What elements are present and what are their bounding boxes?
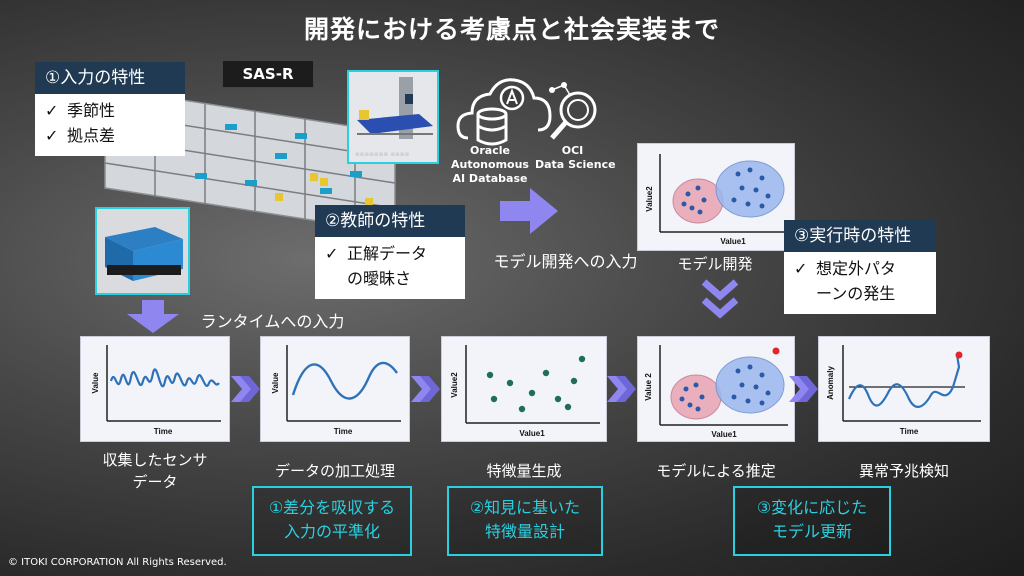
svg-text:Value 2: Value 2 bbox=[644, 373, 653, 401]
arrow-right-icon bbox=[500, 188, 558, 234]
estimation-chart: Value1 Value 2 bbox=[644, 345, 788, 439]
step-feature-label: 特徴量生成 bbox=[486, 462, 562, 480]
step-estimation-label: モデルによる推定 bbox=[656, 462, 776, 480]
step-sensor-label: 収集したセンサデータ bbox=[102, 451, 208, 491]
svg-text:Value2: Value2 bbox=[450, 372, 459, 398]
model-dev-panel: Value1 Value2 bbox=[637, 143, 795, 251]
runtime-trait-item: ーンの発生 bbox=[816, 284, 896, 303]
input-traits-header: ①入力の特性 bbox=[35, 62, 185, 94]
step-sensor-panel: Time Value bbox=[80, 336, 230, 442]
double-chevron-down-icon bbox=[701, 279, 739, 319]
runtime-trait-item: 想定外パタ bbox=[816, 259, 897, 278]
chevron-right-icon bbox=[789, 376, 818, 402]
input-traits-box: ✓ 季節性 ✓ 拠点差 bbox=[35, 94, 185, 156]
check-icon: ✓ bbox=[45, 126, 59, 145]
chevron-right-icon bbox=[411, 376, 440, 402]
runtime-traits-box: ✓ 想定外パタ ーンの発生 bbox=[784, 252, 936, 314]
summary-input-leveling: ①差分を吸収する入力の平準化 bbox=[252, 486, 412, 556]
svg-text:Anomaly: Anomaly bbox=[826, 366, 835, 400]
summary-feature-design: ②知見に基いた特徴量設計 bbox=[447, 486, 603, 556]
summary-model-update: ③変化に応じたモデル更新 bbox=[733, 486, 891, 556]
data-science-icon bbox=[549, 82, 597, 140]
runtime-traits-header: ③実行時の特性 bbox=[784, 220, 936, 252]
step-anomaly-panel: Time Anomaly bbox=[818, 336, 990, 442]
svg-text:Time: Time bbox=[900, 427, 919, 436]
chevron-right-icon bbox=[607, 376, 636, 402]
transfer-unit-image bbox=[357, 77, 433, 139]
svg-text:Value2: Value2 bbox=[645, 186, 654, 212]
arrow-down-icon bbox=[127, 300, 179, 333]
step-feature-panel: Value1 Value2 bbox=[441, 336, 607, 442]
sas-r-label: SAS-R bbox=[222, 60, 314, 88]
teacher-trait-item: 正解データ bbox=[347, 244, 428, 263]
model-dev-chart: Value1 Value2 bbox=[645, 154, 788, 246]
svg-text:Time: Time bbox=[154, 427, 173, 436]
copyright: © ITOKI CORPORATION All Rights Reserved. bbox=[8, 557, 227, 568]
svg-text:Value: Value bbox=[91, 372, 100, 393]
svg-text:Value: Value bbox=[271, 372, 280, 393]
check-icon: ✓ bbox=[45, 101, 59, 120]
svg-text:Time: Time bbox=[334, 427, 353, 436]
anomaly-chart: Time Anomaly bbox=[826, 345, 981, 436]
feature-scatter-chart: Value1 Value2 bbox=[450, 345, 600, 438]
sensor-data-chart: Time Value bbox=[91, 345, 221, 436]
input-trait-item: 拠点差 bbox=[67, 126, 116, 145]
teacher-traits-box: ✓ 正解データ の曖昧さ bbox=[315, 237, 465, 299]
carton-image bbox=[105, 227, 183, 281]
step-processing-panel: Time Value bbox=[260, 336, 410, 442]
slide-title: 開発における考慮点と社会実装まで bbox=[303, 15, 720, 44]
svg-text:Value1: Value1 bbox=[711, 430, 737, 439]
step-estimation-panel: Value1 Value 2 bbox=[637, 336, 795, 442]
check-icon: ✓ bbox=[794, 259, 808, 278]
step-processing-label: データの加工処理 bbox=[274, 462, 395, 480]
check-icon: ✓ bbox=[325, 244, 339, 263]
teacher-trait-item: の曖昧さ bbox=[347, 269, 412, 288]
teacher-traits-header: ②教師の特性 bbox=[315, 205, 465, 237]
chevron-right-icon bbox=[231, 376, 260, 402]
step-anomaly-label: 異常予兆検知 bbox=[858, 462, 949, 480]
inset-caption-decor: ▪▪▪▪▪▪▪ ▪▪▪▪ bbox=[355, 150, 410, 158]
model-dev-label: モデル開発 bbox=[677, 255, 753, 273]
input-trait-item: 季節性 bbox=[67, 101, 116, 120]
runtime-input-label: ランタイムへの入力 bbox=[200, 312, 345, 331]
processed-data-chart: Time Value bbox=[271, 345, 401, 436]
svg-text:Value1: Value1 bbox=[519, 429, 545, 438]
cloud-database-icon bbox=[456, 78, 552, 146]
svg-text:Value1: Value1 bbox=[720, 237, 746, 246]
model-dev-input-label: モデル開発への入力 bbox=[493, 252, 638, 271]
carton-inset bbox=[95, 207, 190, 295]
transfer-unit-inset bbox=[347, 70, 439, 164]
